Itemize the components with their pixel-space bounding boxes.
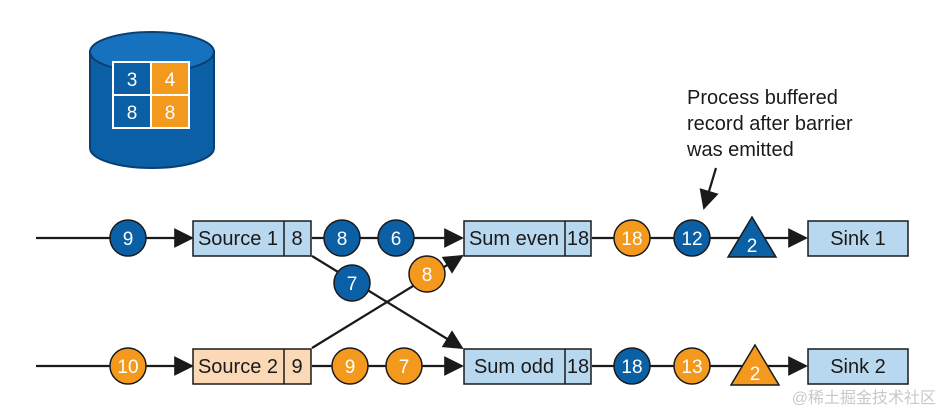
record-s1-a: 8 xyxy=(323,219,361,257)
barrier-bottom: 2 xyxy=(729,343,781,386)
state-cell-3 xyxy=(150,94,190,129)
record-in1-value: 9 xyxy=(123,229,134,250)
operator-sink-1: Sink 1 xyxy=(807,220,909,257)
annotation-arrow xyxy=(699,167,719,210)
operator-source-2: Source 2 9 xyxy=(192,348,312,385)
record-s2-b-value: 7 xyxy=(399,357,410,378)
record-in1: 9 xyxy=(109,219,147,257)
record-s2-b: 7 xyxy=(385,347,423,385)
state-cell-1 xyxy=(150,61,190,96)
record-even-out-a: 18 xyxy=(613,219,651,257)
record-s1-a-value: 8 xyxy=(337,229,348,250)
source-2-state: 9 xyxy=(291,356,302,378)
state-cell-2-value: 8 xyxy=(127,103,138,124)
operator-sum-odd: Sum odd 18 xyxy=(463,348,592,385)
record-in2: 10 xyxy=(109,347,147,385)
annotation-line-2: record after barrier xyxy=(687,113,853,135)
source-1-label: Source 1 xyxy=(198,228,278,250)
record-odd-out-a-value: 18 xyxy=(621,357,642,378)
record-cross-orange-value: 8 xyxy=(422,265,433,286)
record-s2-a: 9 xyxy=(331,347,369,385)
operator-sum-even: Sum even 18 xyxy=(463,220,592,257)
sum-odd-label: Sum odd xyxy=(474,356,554,378)
state-cell-0-value: 3 xyxy=(127,70,138,91)
sum-even-label: Sum even xyxy=(469,228,559,250)
record-even-out-b: 12 xyxy=(673,219,711,257)
record-s1-b: 6 xyxy=(377,219,415,257)
record-even-out-a-value: 18 xyxy=(621,229,642,250)
record-s1-b-value: 6 xyxy=(391,229,402,250)
record-cross-blue-value: 7 xyxy=(347,274,358,295)
record-odd-out-a: 18 xyxy=(613,347,651,385)
record-s2-a-value: 9 xyxy=(345,357,356,378)
record-cross-blue: 7 xyxy=(333,264,371,302)
record-cross-orange: 8 xyxy=(408,255,446,293)
record-in2-value: 10 xyxy=(117,357,138,378)
barrier-bottom-value: 2 xyxy=(750,364,761,385)
state-store: 3 4 8 8 xyxy=(89,31,215,169)
sum-odd-state: 18 xyxy=(567,356,589,378)
operator-sink-2: Sink 2 xyxy=(807,348,909,385)
source-2-label: Source 2 xyxy=(198,356,278,378)
record-odd-out-b-value: 13 xyxy=(681,357,702,378)
sum-even-state: 18 xyxy=(567,228,589,250)
state-cell-1-value: 4 xyxy=(165,70,176,91)
annotation: Process buffered record after barrier wa… xyxy=(686,87,853,161)
barrier-top-value: 2 xyxy=(747,236,758,257)
operator-source-1: Source 1 8 xyxy=(192,220,312,257)
state-cell-3-value: 8 xyxy=(165,103,176,124)
barrier-top: 2 xyxy=(726,215,778,258)
record-odd-out-b: 13 xyxy=(673,347,711,385)
annotation-line-3: was emitted xyxy=(686,139,794,161)
record-even-out-b-value: 12 xyxy=(681,229,702,250)
annotation-line-1: Process buffered xyxy=(687,87,838,109)
state-cell-2 xyxy=(112,94,152,129)
watermark: @稀土掘金技术社区 xyxy=(792,389,936,407)
source-1-state: 8 xyxy=(291,228,302,250)
sink-1-label: Sink 1 xyxy=(830,228,886,250)
sink-2-label: Sink 2 xyxy=(830,356,886,378)
